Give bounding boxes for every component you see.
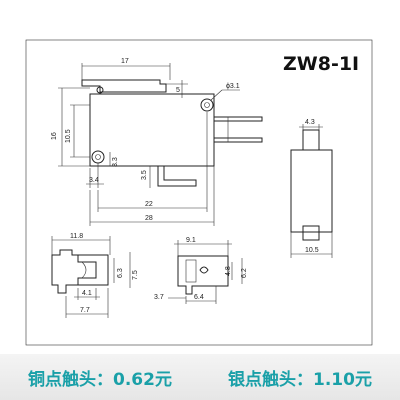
dim-10-5-end: 10.5 [305, 247, 319, 254]
terminal-view-center: 9.1 4.8 6.2 3.7 6.4 [154, 237, 248, 304]
dim-17: 17 [121, 58, 129, 65]
end-view-plunger [302, 129, 320, 151]
dim-3-4: 3.4 [89, 177, 99, 184]
dim-16: 16 [51, 132, 58, 140]
mount-hole-right [200, 98, 214, 112]
model-title: ZW8-1I [283, 53, 359, 75]
dim-10-5: 10.5 [65, 129, 72, 143]
dim-3-3: 3.3 [112, 157, 119, 167]
dim-3-5: 3.5 [141, 170, 148, 180]
dim-4-3: 4.3 [305, 119, 315, 126]
dim-11-8: 11.8 [70, 233, 83, 240]
drawing-frame [25, 39, 373, 346]
end-view-terminal [302, 225, 320, 241]
dim-4-1: 4.1 [82, 290, 92, 297]
dim-7-7: 7.7 [80, 307, 90, 314]
terminal-center-hole [199, 266, 209, 274]
terminal-upper [213, 116, 263, 122]
dim-6-2: 6.2 [241, 268, 248, 278]
dim-22: 22 [145, 201, 153, 208]
terminal-center-outline [177, 255, 229, 295]
terminal-lower [213, 137, 263, 143]
dim-6-3-left: 6.3 [117, 268, 124, 278]
dim-5: 5 [176, 87, 180, 94]
end-view-body [290, 149, 333, 233]
dim-9-1: 9.1 [186, 237, 196, 244]
switch-body [89, 93, 215, 167]
dim-28: 28 [145, 215, 153, 222]
price-silver: 银点触头：1.10元 [228, 369, 372, 390]
dim-3-7: 3.7 [154, 294, 164, 301]
price-copper: 铜点触头：0.62元 [28, 369, 172, 390]
actuator-lever [81, 79, 167, 93]
price-bar: 铜点触头：0.62元 银点触头：1.10元 [0, 354, 400, 400]
side-view: 17 5 ϕ3.1 3.5 16 [51, 58, 263, 226]
mount-hole-left [91, 150, 105, 164]
end-view: 4.3 10.5 [290, 119, 333, 258]
dim-hole-diameter: ϕ3.1 [226, 83, 240, 90]
dim-7-5: 7.5 [132, 270, 139, 280]
terminal-left-outline [51, 249, 109, 294]
terminal-view-left: 11.8 6.3 7.5 4.1 7.7 [51, 233, 139, 318]
dim-6-4: 6.4 [194, 294, 204, 301]
terminal-bottom [157, 166, 197, 187]
dim-4-8: 4.8 [225, 266, 232, 276]
